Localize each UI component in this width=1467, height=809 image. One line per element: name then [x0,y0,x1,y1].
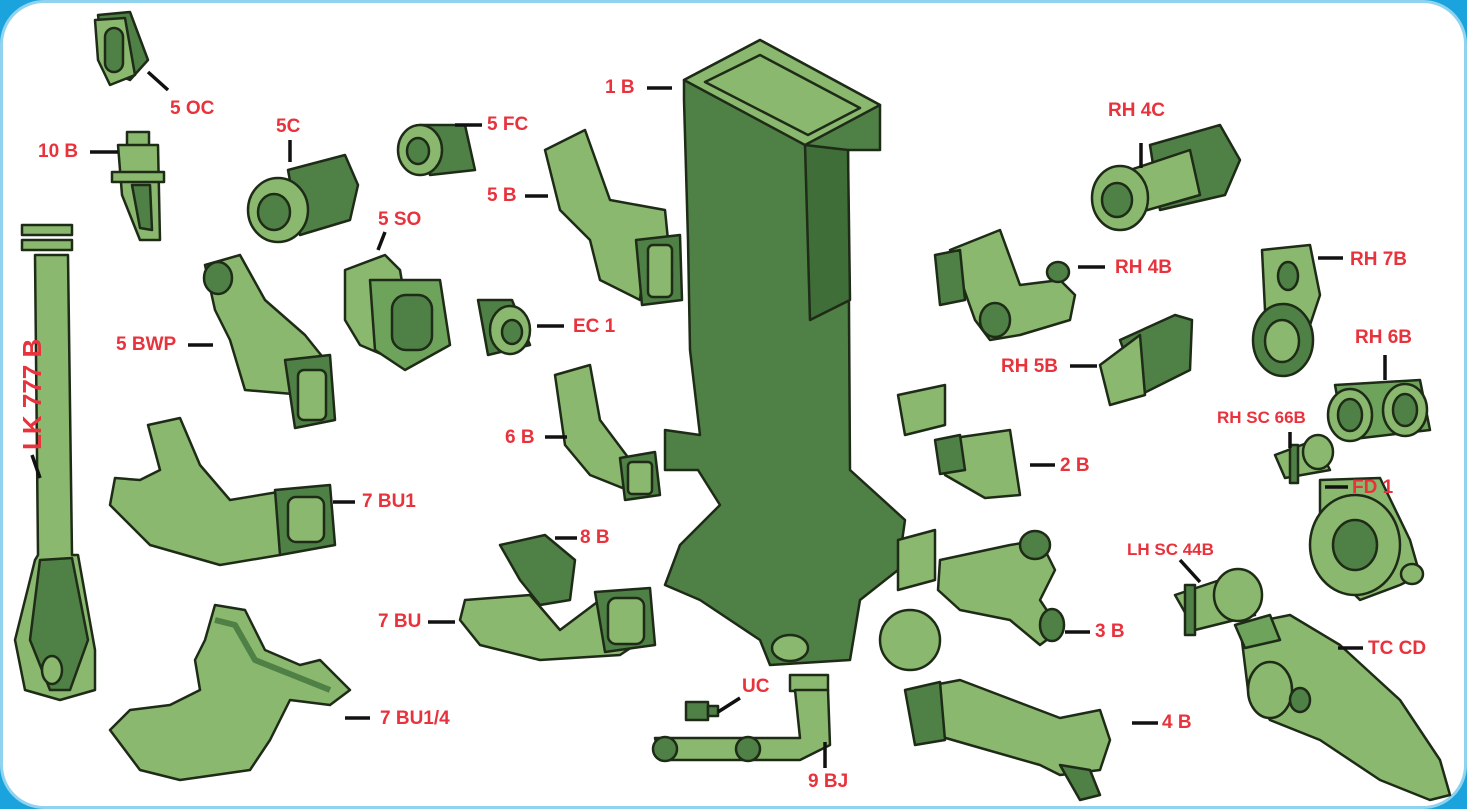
label-10b: 10 B [38,141,79,162]
label-7bu1-4: 7 BU1/4 [380,708,450,729]
part-3b [936,529,1066,647]
label-fd1: FD 1 [1352,477,1394,498]
part-2b [933,428,1022,500]
label-8b: 8 B [580,527,610,548]
label-9bj: 9 BJ [808,771,849,792]
part-5bwp [202,253,337,430]
label-1b: 1 B [605,77,635,98]
label-uc: UC [742,676,770,697]
label-3b: 3 B [1095,621,1125,642]
part-rh7b [1251,243,1322,378]
label-6b: 6 B [505,427,535,448]
label-7bu: 7 BU [378,611,422,632]
label-2b: 2 B [1060,455,1090,476]
part-tccd [1233,613,1452,802]
label-tccd: TC CD [1368,638,1427,659]
part-5so [343,253,452,372]
part-5c [246,153,360,244]
label-rh7b: RH 7B [1350,249,1408,270]
label-5fc: 5 FC [487,114,529,135]
part-8b [498,533,577,607]
label-7bu1: 7 BU1 [362,491,416,512]
label-5b: 5 B [487,185,517,206]
part-rh6b [1326,378,1432,443]
label-rhsc66b: RH SC 66B [1217,408,1306,427]
part-7bu1-4 [108,603,352,782]
part-7bu [458,586,657,662]
label-rh6b: RH 6B [1355,327,1413,348]
part-4b [903,678,1112,802]
part-rh4c [1090,123,1242,232]
label-lhsc44b: LH SC 44B [1127,540,1214,559]
part-uc [684,700,720,722]
part-9bj [651,673,832,763]
part-7bu1 [108,416,337,567]
label-rh5b: RH 5B [1001,356,1059,377]
label-4b: 4 B [1162,712,1192,733]
part-lk777b [13,223,97,702]
part-5fc [396,123,477,177]
part-ec1 [476,298,532,357]
part-rhsc66b [1273,433,1335,485]
part-1b [663,38,947,672]
label-lk777b: LK 777 B [17,338,47,450]
part-5b [543,128,684,307]
leader-lines [30,70,1387,768]
label-5c: 5C [276,116,301,137]
label-5oc: 5 OC [170,98,215,119]
part-lhsc44b [1173,567,1264,637]
part-6b [553,363,662,502]
part-10b [110,130,166,242]
label-rh4c: RH 4C [1108,100,1166,121]
label-5so: 5 SO [378,209,422,230]
label-ec1: EC 1 [573,316,616,337]
part-rh5b [1098,313,1194,407]
label-rh4b: RH 4B [1115,257,1173,278]
label-5bwp: 5 BWP [116,334,177,355]
part-rh4b [933,228,1077,342]
part-5oc [93,10,150,87]
part-fd1 [1308,476,1425,602]
